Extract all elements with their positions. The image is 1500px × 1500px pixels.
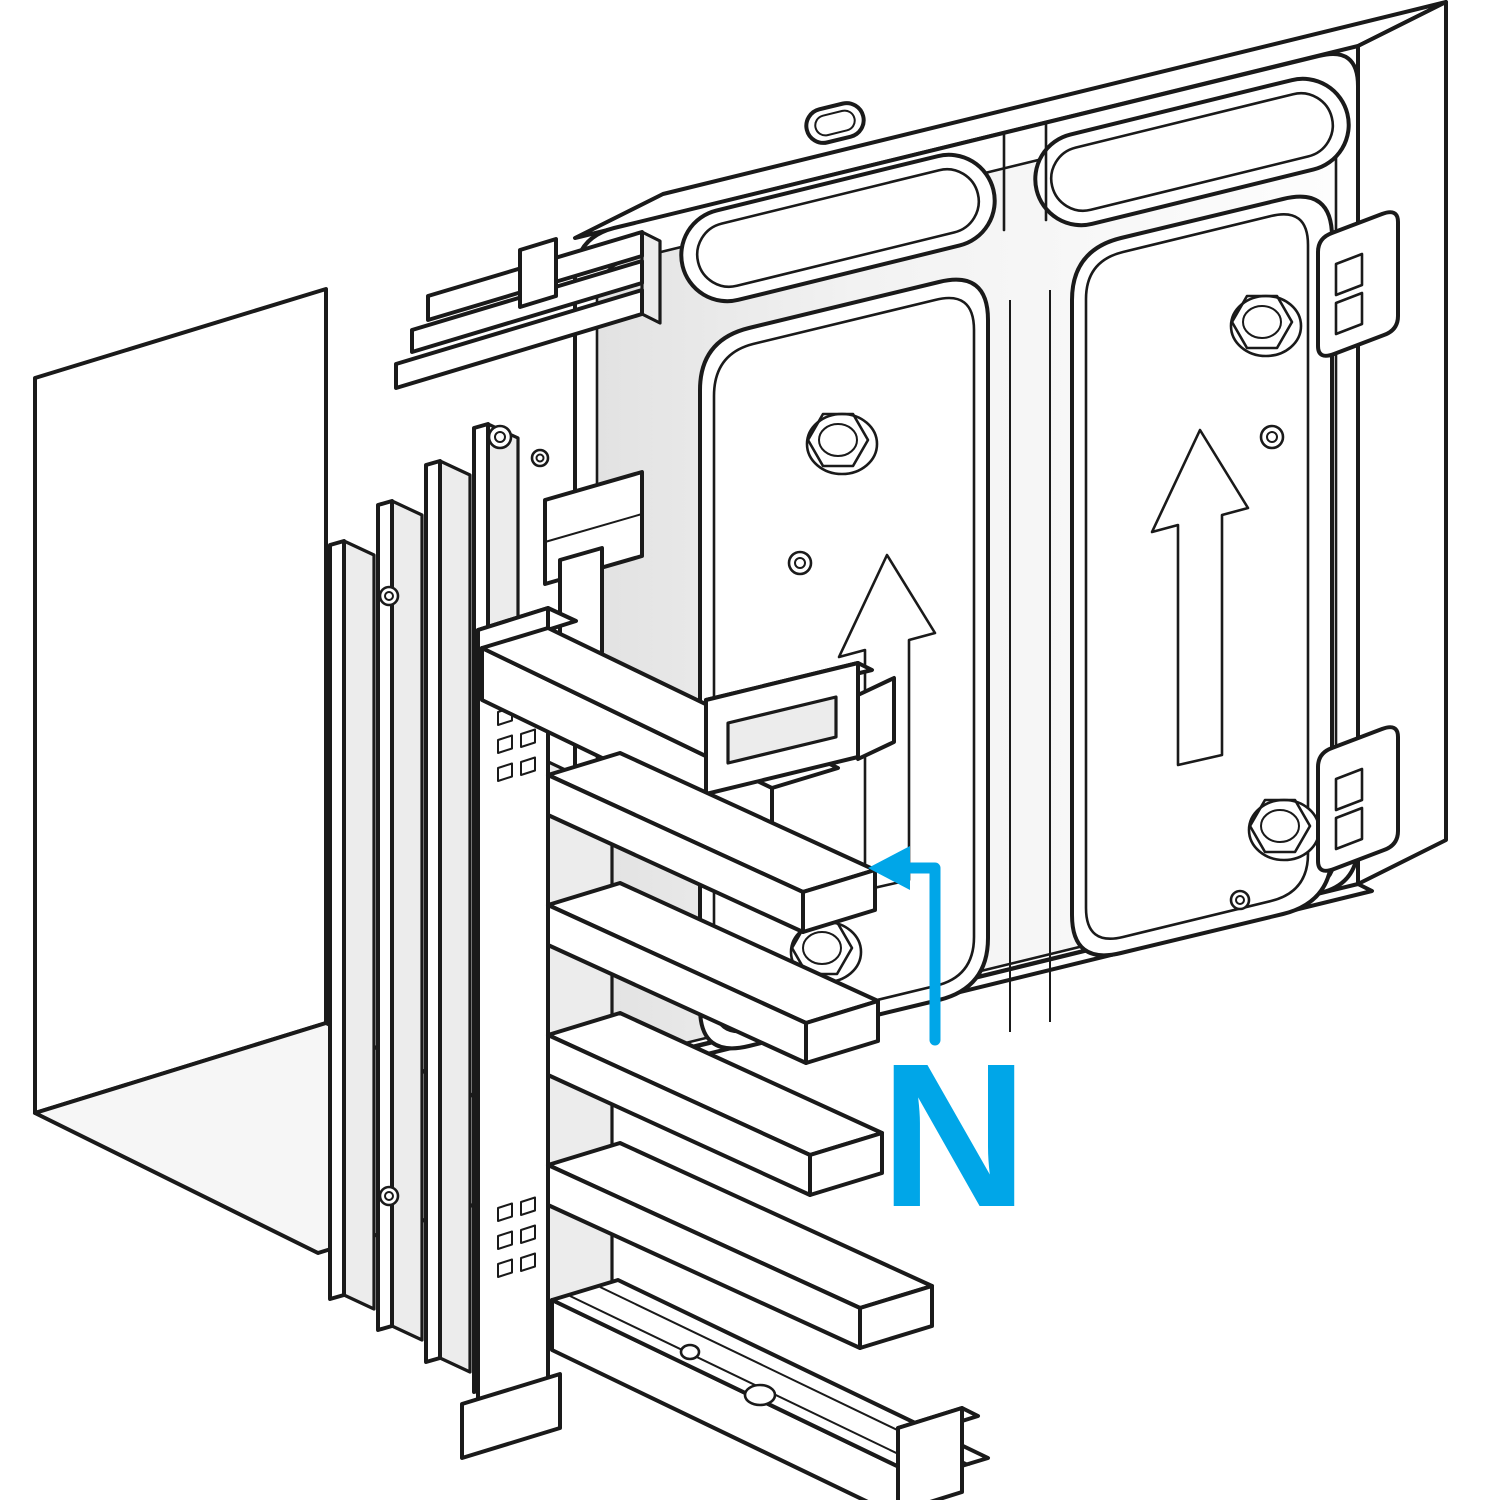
flange-screw-inner (384, 1191, 394, 1201)
latch-slot (726, 695, 838, 765)
panel-right-inner-line (1084, 213, 1310, 940)
rail-peg (679, 1343, 701, 1361)
clamp-clip (518, 237, 558, 309)
flange-plate (328, 539, 376, 1311)
flange-screw (378, 1185, 400, 1207)
top-grip-slot (679, 152, 997, 304)
rail-top (550, 1278, 990, 1480)
flange-screw (530, 448, 550, 468)
neutral-pointer-line (899, 862, 941, 1046)
rail-end-tab (896, 1406, 964, 1500)
hex-bolt (1247, 798, 1321, 862)
panel-right-hole (1259, 424, 1285, 450)
flange-screw-inner (494, 431, 506, 443)
busbar-phase-1 (546, 881, 880, 1065)
flange-plate (424, 459, 472, 1374)
panel-left-hole-inner (794, 557, 806, 569)
busbar-phase-2 (546, 1011, 884, 1197)
neutral-label: N (880, 1021, 1028, 1250)
neutral-annotation: N (868, 846, 1028, 1250)
mounting-rail (460, 1278, 990, 1500)
panel-left-hole (787, 550, 813, 576)
column-foot (460, 1372, 562, 1460)
left-arrow-icon (868, 846, 910, 890)
busbar-phase-3 (546, 1141, 934, 1350)
cover-panel-right (1070, 194, 1334, 958)
side-clip (1316, 725, 1400, 873)
clamp-end-cap (640, 230, 662, 325)
duct-front-face (33, 287, 328, 1115)
flange-screw (378, 585, 400, 607)
side-clip (1316, 210, 1400, 358)
panel-right-hole-2 (1229, 889, 1251, 911)
flange-plate (376, 499, 424, 1342)
busbars (546, 751, 934, 1350)
panel-left-inner-line (712, 296, 976, 1034)
top-clamp (394, 230, 662, 390)
panel-right-hole-2-inner (1235, 895, 1245, 905)
up-arrow-icon (1150, 428, 1250, 767)
rail-hole (743, 1383, 777, 1407)
flange-screw-inner (535, 453, 545, 463)
top-grip-slot (1033, 76, 1351, 228)
flange-screw (487, 424, 513, 450)
hex-bolt (805, 412, 879, 476)
panel-right-hole-inner (1266, 431, 1278, 443)
flange-screw-inner (384, 591, 394, 601)
busbar-neutral (546, 751, 877, 934)
up-arrow-icon (837, 553, 937, 892)
top-knob (804, 101, 866, 145)
hex-bolt (1229, 294, 1303, 358)
